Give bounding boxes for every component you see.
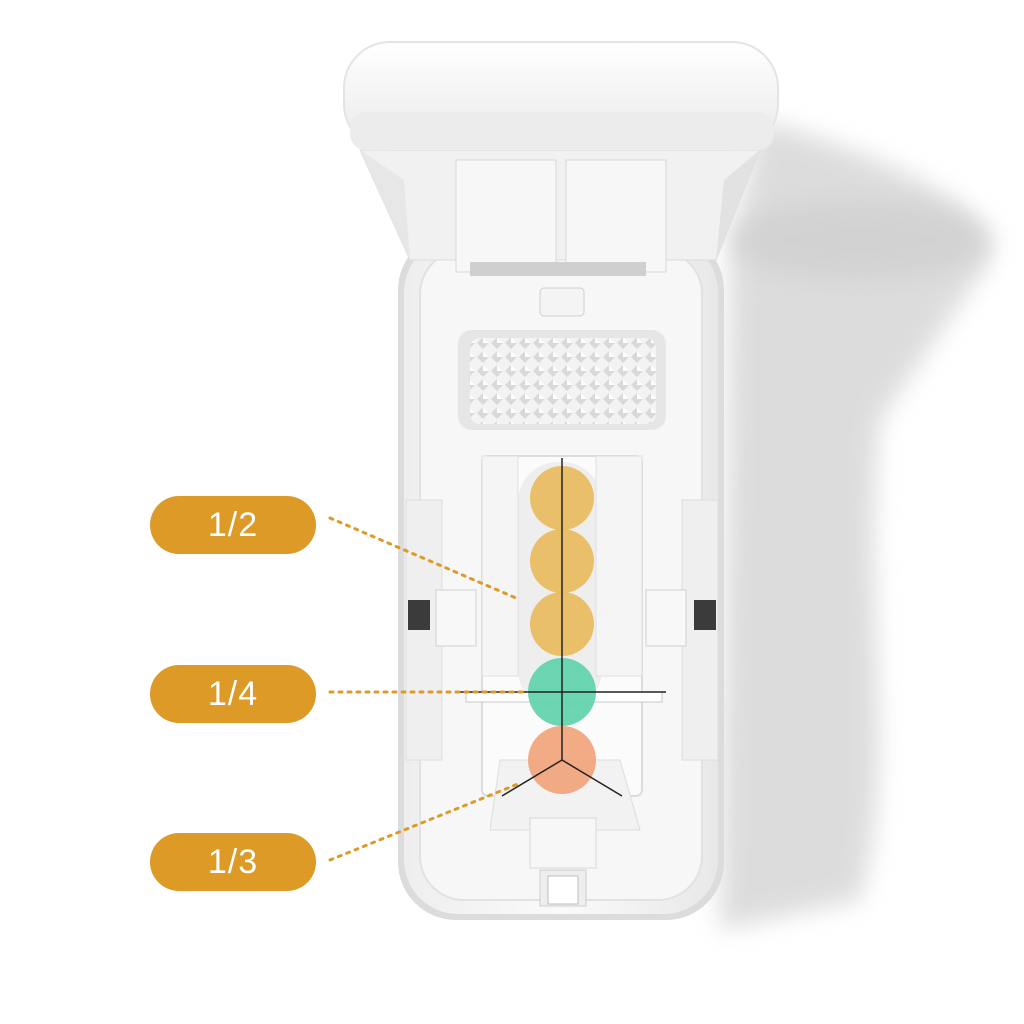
label-half: 1/2 (150, 496, 316, 554)
side-clips (405, 499, 719, 761)
label-half-text: 1/2 (207, 506, 259, 544)
label-quarter: 1/4 (150, 665, 316, 723)
blade-y-icon (501, 728, 623, 797)
half-leader-line (328, 516, 518, 600)
leader-lines (328, 516, 526, 862)
label-third-text: 1/3 (207, 843, 259, 881)
device-lid (343, 41, 779, 317)
third-leader-line (328, 782, 520, 862)
grip-pad (458, 330, 666, 430)
label-third: 1/3 (150, 833, 316, 891)
device-shadow (720, 120, 991, 930)
label-quarter-text: 1/4 (207, 675, 259, 713)
